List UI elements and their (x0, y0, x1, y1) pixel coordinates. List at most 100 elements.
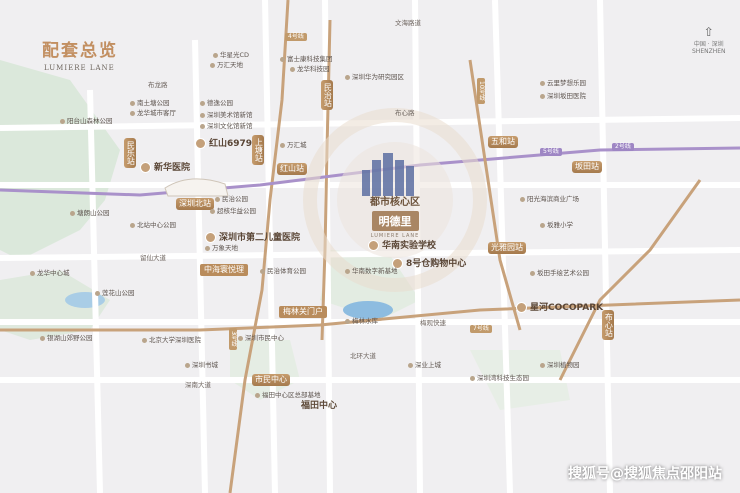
line-tag-2: 2号线 (612, 143, 634, 151)
poi-dot-icon (30, 270, 35, 276)
station-shangtang[interactable]: 上塘站 (252, 135, 265, 165)
page-subtitle: LUMIERE LANE (44, 64, 115, 72)
poi-label: 民治公园 (222, 195, 248, 203)
poi-item[interactable]: 塘朗山公园 (70, 210, 110, 217)
station-wuhe[interactable]: 五和站 (488, 136, 518, 148)
poi-item[interactable]: 北站中心公园 (130, 222, 176, 229)
pin-label: 红山6979 (209, 139, 253, 149)
pin-children-hospital[interactable]: 深圳市第二儿童医院 (205, 232, 300, 243)
pin-xinhua-hospital[interactable]: 新华医院 (140, 162, 190, 173)
poi-dot-icon (130, 222, 135, 228)
poi-label: 华南数字新基地 (352, 267, 398, 275)
poi-item[interactable]: 万汇城 (280, 142, 307, 149)
poi-item[interactable]: 银湖山郊野公园 (40, 335, 93, 342)
poi-dot-icon (200, 100, 205, 106)
core-circle (303, 108, 487, 292)
road-label: 布心路 (395, 109, 415, 117)
poi-item[interactable]: 深圳湾科技生态园 (470, 375, 529, 382)
station-banxuegang[interactable]: 坂田站 (572, 161, 602, 173)
poi-dot-icon (210, 62, 215, 68)
poi-item[interactable]: 华南数字新基地 (345, 268, 398, 275)
station-guangya[interactable]: 光雅园站 (488, 242, 526, 254)
poi-dot-icon (185, 362, 190, 368)
poi-item[interactable]: 德逸公园 (200, 100, 233, 107)
poi-dot-icon (540, 93, 545, 99)
poi-label: 塘朗山公园 (77, 209, 110, 217)
pin-mall-8[interactable]: 8号仓购物中心 (392, 258, 466, 269)
poi-label: 深圳市民中心 (245, 334, 284, 342)
poi-label: 万汇天地 (217, 61, 243, 69)
poi-item[interactable]: 万象天地 (205, 245, 238, 252)
pin-label: 8号仓购物中心 (406, 259, 467, 269)
poi-item[interactable]: 深圳植物园 (540, 362, 580, 369)
poi-item[interactable]: 南土塘公园 (130, 100, 170, 107)
poi-label: 坂雅小学 (547, 221, 573, 229)
poi-item[interactable]: 龙华科技园 (290, 66, 330, 73)
station-shiminzhongxin[interactable]: 市民中心 (252, 374, 290, 386)
poi-item[interactable]: 深圳华为研究园区 (345, 74, 404, 81)
label-zhonghai[interactable]: 中海寰悦理 (200, 264, 248, 276)
poi-dot-icon (345, 268, 350, 274)
station-minle[interactable]: 民乐站 (124, 138, 137, 168)
poi-item[interactable]: 深圳美术馆新馆 (200, 112, 253, 119)
pin-huanan-school[interactable]: 华南实验学校 (368, 240, 436, 251)
poi-item[interactable]: 深圳市民中心 (238, 335, 284, 342)
north-arrow-icon: ⇧ (703, 25, 714, 39)
poi-item[interactable]: 万汇天地 (210, 62, 243, 69)
metro-line-2 (558, 179, 702, 381)
poi-item[interactable]: 深圳坂田医院 (540, 93, 586, 100)
poi-item[interactable]: 华星光CD (213, 52, 249, 59)
line-tag-3: 3号线 (229, 328, 237, 350)
poi-label: 莲花山公园 (102, 289, 135, 297)
poi-item[interactable]: 深业上城 (408, 362, 441, 369)
poi-label: 南土塘公园 (137, 99, 170, 107)
poi-item[interactable]: 阳台山森林公园 (60, 118, 113, 125)
poi-item[interactable]: 民治公园 (215, 196, 248, 203)
poi-dot-icon (215, 196, 220, 202)
station-minzhi[interactable]: 民治站 (321, 80, 334, 110)
poi-item[interactable]: 坂田手绘艺术公园 (530, 270, 589, 277)
poi-label: 深圳湾科技生态园 (477, 374, 529, 382)
poi-dot-icon (200, 112, 205, 118)
poi-item[interactable]: 福田中心区总部基地 (255, 392, 321, 399)
poi-label: 民治体育公园 (267, 267, 306, 275)
poi-dot-icon (260, 268, 265, 274)
poi-item[interactable]: 深圳书城 (185, 362, 218, 369)
poi-item[interactable]: 梅林水库 (345, 318, 378, 325)
poi-item[interactable]: 北京大学深圳医院 (142, 337, 201, 344)
poi-label: 超核华益公园 (217, 207, 256, 215)
core-project-name: 明德里 (371, 211, 419, 231)
poi-item[interactable]: 龙华城市客厅 (130, 110, 176, 117)
poi-item[interactable]: 莲花山公园 (95, 290, 135, 297)
label-meilin-guan[interactable]: 梅林关门户 (279, 306, 327, 318)
poi-item[interactable]: 超核华益公园 (210, 208, 256, 215)
pin-hongshan6979[interactable]: 红山6979 (195, 138, 252, 149)
poi-item[interactable]: 龙华中心城 (30, 270, 70, 277)
poi-item[interactable]: 阳光海滨商业广场 (520, 196, 579, 203)
pin-marker-icon (205, 232, 216, 243)
poi-dot-icon (200, 123, 205, 129)
pin-coco-park[interactable]: 星河COCOPARK (516, 302, 603, 313)
metro-line-3 (468, 59, 522, 331)
poi-label: 深圳美术馆新馆 (207, 111, 253, 119)
green-area-yangtaishan (0, 60, 120, 260)
poi-dot-icon (255, 392, 260, 398)
line-tag-10: 10号线 (477, 78, 485, 104)
poi-label: 北站中心公园 (137, 221, 176, 229)
poi-item[interactable]: 坂雅小学 (540, 222, 573, 229)
poi-item[interactable]: 富士康科技集团 (280, 56, 333, 63)
page-title: 配套总览 (42, 41, 118, 61)
station-hongshan[interactable]: 红山站 (277, 163, 307, 175)
project-core-label[interactable]: 都市核心区 明德里 LUMIERE LANE (355, 193, 435, 239)
station-shenzhenbei[interactable]: 深圳北站 (176, 198, 214, 210)
poi-label: 龙华中心城 (37, 269, 70, 277)
poi-label: 银湖山郊野公园 (47, 334, 93, 342)
pin-label: 新华医院 (154, 163, 191, 173)
poi-label: 深业上城 (415, 361, 441, 369)
station-buxin[interactable]: 布心站 (602, 310, 615, 340)
poi-item[interactable]: 深圳文化馆新馆 (200, 123, 253, 130)
poi-item[interactable]: 民治体育公园 (260, 268, 306, 275)
poi-item[interactable]: 云里梦想乐园 (540, 80, 586, 87)
